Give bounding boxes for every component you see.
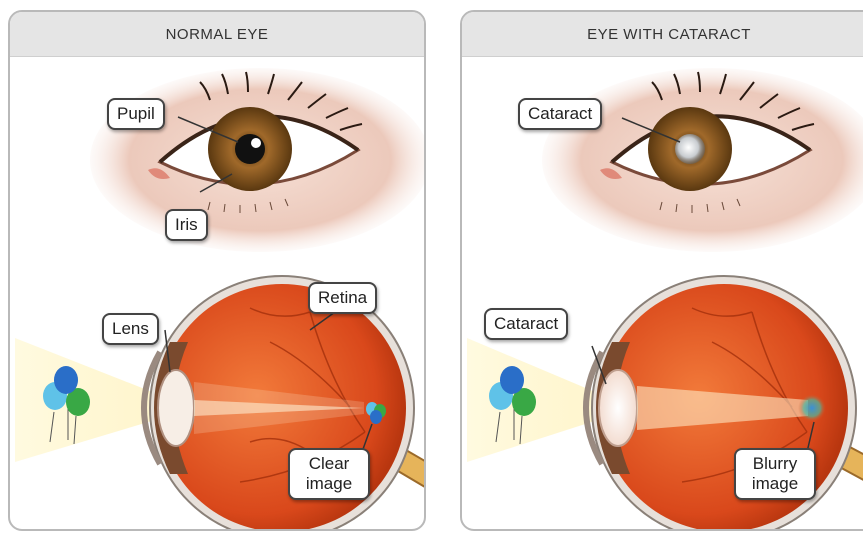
callout-blurry-image: Blurry image — [734, 448, 816, 500]
front-eye-view — [542, 68, 863, 252]
blurry-image-icon — [798, 394, 826, 422]
lens — [158, 370, 194, 446]
eye-cross-section — [144, 276, 426, 531]
front-eye-view — [90, 68, 426, 252]
cloudy-pupil — [675, 134, 705, 164]
callout-clear-image: Clear image — [288, 448, 370, 500]
callout-retina: Retina — [308, 282, 377, 314]
panel-normal-eye: NORMAL EYE — [8, 10, 426, 531]
eye-cross-section — [586, 276, 863, 531]
callout-lens: Lens — [102, 313, 159, 345]
pupil — [235, 134, 265, 164]
callout-pupil: Pupil — [107, 98, 165, 130]
callout-cataract-lens: Cataract — [484, 308, 568, 340]
callout-cataract-front: Cataract — [518, 98, 602, 130]
callout-iris: Iris — [165, 209, 208, 241]
panel-eye-with-cataract: EYE WITH CATARACT — [460, 10, 863, 531]
